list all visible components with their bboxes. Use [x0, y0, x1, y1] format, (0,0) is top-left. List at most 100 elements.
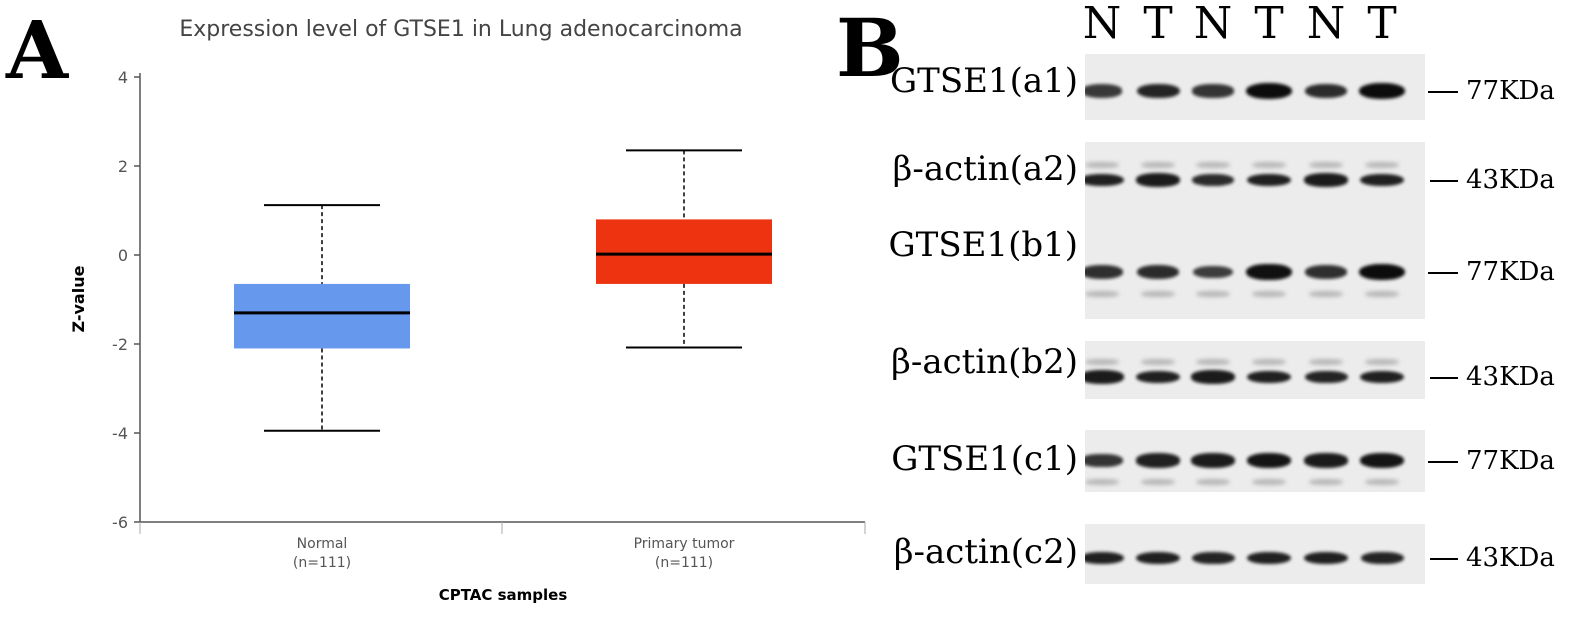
blot-band [1359, 263, 1405, 281]
blot-row-label: GTSE1(c1) [891, 439, 1078, 479]
box-1 [596, 219, 772, 284]
lane-header: T [1143, 0, 1173, 49]
blot-band [1085, 454, 1123, 467]
blot-faint-band [1085, 162, 1119, 168]
blot-faint-band [1141, 291, 1175, 297]
blot-faint-band [1252, 291, 1286, 297]
blot-band [1136, 453, 1180, 468]
panel-letter-b: B [836, 1, 904, 95]
blot-faint-band [1252, 479, 1286, 485]
blot-band [1191, 551, 1235, 565]
blot-band [1085, 265, 1123, 279]
blot-row-label: β-actin(c2) [893, 532, 1078, 572]
blot-band [1085, 551, 1124, 565]
blot-band [1246, 263, 1292, 281]
blot-faint-band [1309, 162, 1343, 168]
lane-header: T [1254, 0, 1284, 49]
panel-letter-a: A [6, 3, 69, 97]
category-n-label: (n=111) [655, 555, 713, 571]
mw-marker-line [1430, 180, 1458, 182]
blot-faint-band [1141, 359, 1175, 365]
chart-title: Expression level of GTSE1 in Lung adenoc… [179, 17, 742, 42]
blot-band [1190, 453, 1236, 468]
blot-strip [1085, 205, 1425, 319]
blot-row-label: GTSE1(b1) [888, 225, 1078, 265]
blot-band [1360, 551, 1404, 565]
blot-band [1135, 173, 1181, 187]
category-n-label: (n=111) [293, 555, 351, 571]
blot-band [1360, 370, 1404, 384]
blot-faint-band [1365, 291, 1399, 297]
blot-band [1246, 453, 1292, 468]
blot-faint-band [1196, 162, 1230, 168]
blot-band [1305, 265, 1347, 279]
y-tick-label: 0 [118, 246, 128, 265]
category-label: Primary tumor [634, 536, 735, 552]
blot-band [1085, 370, 1125, 384]
blot-strip [1085, 524, 1425, 584]
lane-header: T [1367, 0, 1397, 49]
mw-marker-line [1428, 91, 1458, 93]
mw-marker-line [1430, 558, 1458, 560]
y-tick-label: -6 [112, 513, 128, 532]
blot-faint-band [1365, 359, 1399, 365]
mw-marker-line [1430, 377, 1458, 379]
blot-faint-band [1085, 291, 1119, 297]
blot-faint-band [1309, 291, 1343, 297]
box-0 [234, 283, 410, 349]
blot-faint-band [1085, 479, 1119, 485]
lane-header: N [1306, 0, 1346, 49]
mw-marker-label: 77KDa [1466, 76, 1555, 106]
blot-band [1359, 453, 1405, 468]
blot-band [1247, 173, 1291, 187]
boxplot-chart: Expression level of GTSE1 in Lung adenoc… [69, 17, 866, 604]
blot-faint-band [1196, 291, 1230, 297]
x-axis-label: CPTAC samples [439, 586, 568, 604]
mw-marker-label: 77KDa [1466, 257, 1555, 287]
mw-marker-label: 43KDa [1466, 165, 1555, 195]
blot-band [1136, 551, 1180, 565]
blot-band [1136, 83, 1180, 99]
blot-faint-band [1085, 359, 1119, 365]
blot-faint-band [1252, 359, 1286, 365]
blot-faint-band [1252, 162, 1286, 168]
blot-faint-band [1141, 479, 1175, 485]
blot-faint-band [1141, 162, 1175, 168]
blot-strip [1085, 341, 1425, 399]
blot-row-label: β-actin(b2) [891, 342, 1078, 382]
blot-band [1303, 453, 1349, 468]
y-tick-label: -4 [112, 424, 128, 443]
blot-band [1359, 82, 1405, 100]
mw-marker-line [1428, 460, 1458, 463]
blot-band [1247, 370, 1291, 384]
lane-header: N [1082, 0, 1122, 49]
blot-band [1085, 84, 1123, 98]
blot-band [1136, 264, 1180, 280]
blot-faint-band [1365, 162, 1399, 168]
blot-faint-band [1196, 359, 1230, 365]
y-tick-label: -2 [112, 335, 128, 354]
category-label: Normal [297, 536, 348, 552]
blot-band [1085, 173, 1124, 187]
blot-band [1303, 173, 1349, 187]
blot-band [1304, 83, 1348, 99]
blot-band [1190, 370, 1236, 384]
blot-band [1304, 370, 1348, 384]
blot-row-label: β-actin(a2) [892, 149, 1078, 189]
blot-band [1193, 265, 1233, 279]
lane-header: N [1193, 0, 1233, 49]
blot-faint-band [1365, 479, 1399, 485]
y-tick-label: 4 [118, 68, 128, 87]
blot-band [1247, 551, 1291, 565]
y-axis-label: Z-value [69, 265, 88, 332]
blot-strip [1085, 54, 1425, 120]
mw-marker-line [1428, 272, 1458, 274]
blot-strip [1085, 142, 1425, 208]
blot-faint-band [1309, 479, 1343, 485]
blot-faint-band [1309, 359, 1343, 365]
mw-marker-label: 77KDa [1466, 445, 1555, 476]
y-tick-label: 2 [118, 157, 128, 176]
blot-band [1246, 82, 1292, 100]
blot-band [1136, 370, 1180, 384]
blot-band [1191, 173, 1235, 187]
